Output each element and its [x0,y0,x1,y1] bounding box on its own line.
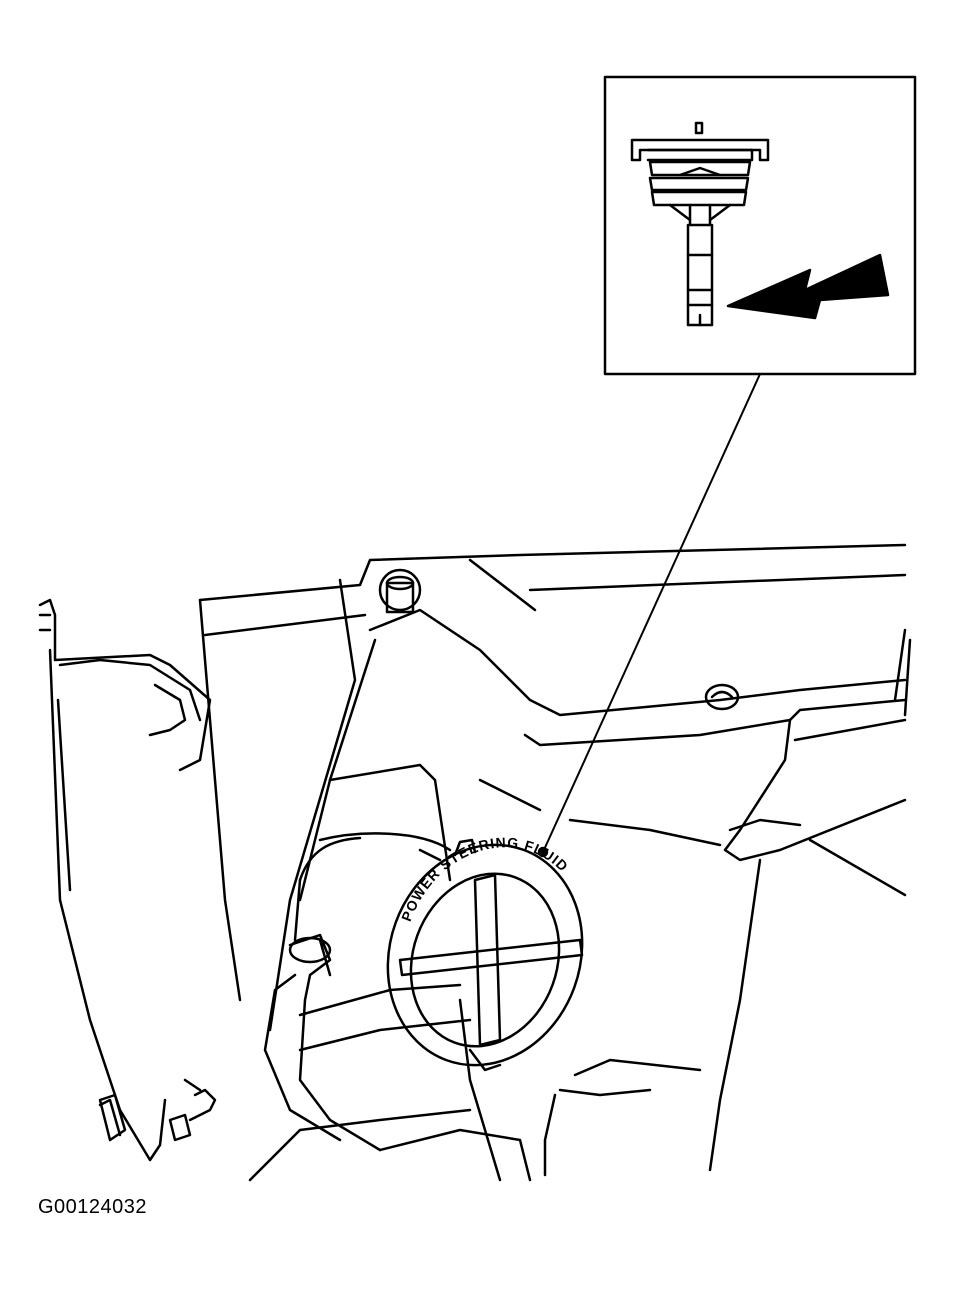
engine-bay-structure [38,543,912,1177]
dipstick-detail-inset [603,75,917,376]
dipstick-icon [630,121,770,327]
reservoir-body [248,832,702,1182]
hose-icon [263,933,472,1152]
arrow-icon [726,253,890,320]
lower-bolts [98,1078,217,1142]
bolt-icon [378,568,422,614]
reservoir-cap-icon [386,838,584,1072]
leader-line [542,373,761,853]
leader-dot [537,846,549,858]
figure-code: G00124032 [38,1196,148,1218]
